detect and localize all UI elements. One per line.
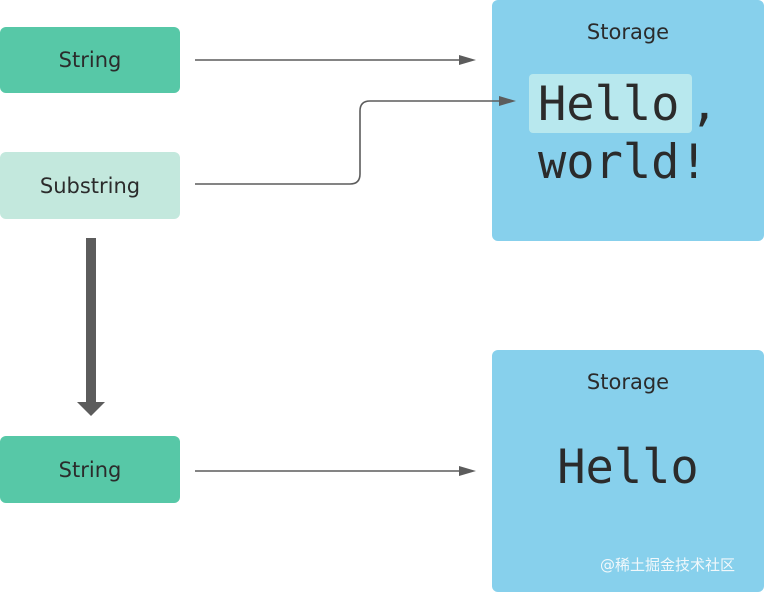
storage-title-top: Storage bbox=[586, 20, 670, 44]
storage-box-top: Storage Hello , world! bbox=[492, 0, 764, 241]
string-box-bottom: String bbox=[0, 436, 180, 503]
arrow-substring-to-storage bbox=[195, 96, 516, 185]
watermark: @稀土掘金技术社区 bbox=[600, 556, 736, 574]
substring-box: Substring bbox=[0, 152, 180, 219]
substring-label: Substring bbox=[39, 173, 141, 198]
storage-title-bottom: Storage bbox=[586, 370, 670, 394]
arrow-string-top-to-storage bbox=[195, 55, 476, 65]
storage-box-bottom: Storage Hello bbox=[492, 350, 764, 592]
storage-comma: , bbox=[690, 77, 719, 132]
storage-word-world: world! bbox=[538, 135, 708, 190]
string-label-bottom: String bbox=[58, 457, 122, 482]
substring-highlight bbox=[529, 74, 692, 133]
arrow-string-bottom-to-storage bbox=[195, 466, 476, 476]
arrow-substring-to-string-conversion bbox=[77, 238, 105, 416]
string-box-top: String bbox=[0, 27, 180, 93]
storage-word-hello: Hello bbox=[538, 77, 680, 132]
storage-bottom-text: Hello bbox=[557, 440, 699, 495]
string-label-top: String bbox=[58, 48, 122, 72]
